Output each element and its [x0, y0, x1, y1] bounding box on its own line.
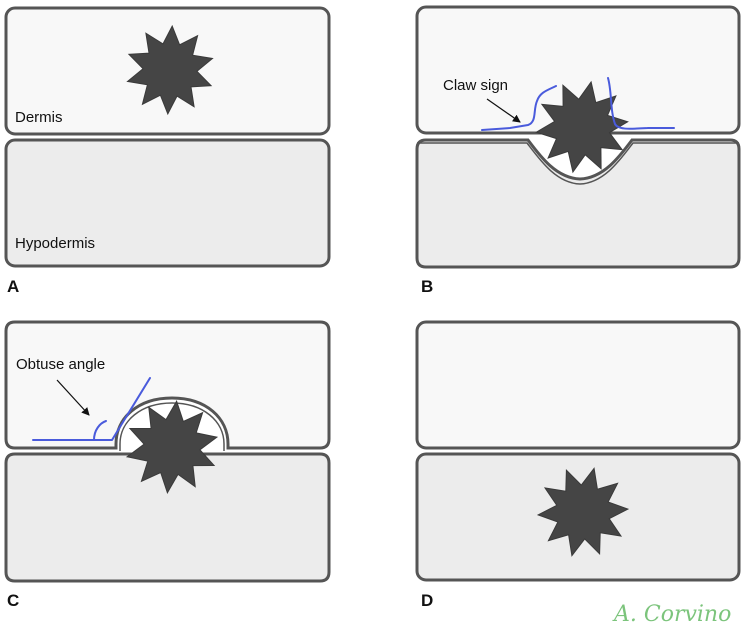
hypodermis-layer	[4, 138, 331, 268]
artist-signature: A. Corvino	[612, 602, 731, 627]
claw-sign-label: Claw sign	[443, 77, 508, 94]
hypodermis-layer	[4, 452, 331, 583]
panel-letter-a: A	[7, 277, 19, 296]
hypodermis-layer	[415, 138, 741, 269]
obtuse-angle-label: Obtuse angle	[16, 356, 105, 373]
dermis-label: Dermis	[15, 109, 63, 126]
tumor-shape	[536, 467, 630, 557]
panel-d: D	[415, 320, 741, 610]
panel-letter-c: C	[7, 591, 19, 610]
panel-letter-b: B	[421, 277, 433, 296]
panel-a: Dermis Hypodermis A	[4, 6, 331, 296]
dermis-layer	[4, 320, 331, 450]
dermis-layer	[415, 320, 741, 450]
panel-letter-d: D	[421, 591, 433, 610]
tumor-shape	[125, 399, 219, 495]
panel-b: Claw sign B	[415, 5, 741, 296]
panel-c: Obtuse angle C	[4, 320, 331, 610]
obtuse-angle-arc	[93, 420, 107, 441]
depression-inner-line	[417, 142, 739, 185]
obtuse-angle-line	[32, 377, 151, 441]
hypodermis-label: Hypodermis	[15, 235, 95, 252]
dome-outer-line	[119, 402, 225, 451]
claw-sign-line-right	[607, 77, 675, 130]
obtuse-angle-arrow	[56, 379, 90, 416]
tumor-shape	[126, 24, 214, 116]
claw-sign-line	[481, 85, 557, 131]
claw-sign-arrow	[486, 98, 521, 123]
